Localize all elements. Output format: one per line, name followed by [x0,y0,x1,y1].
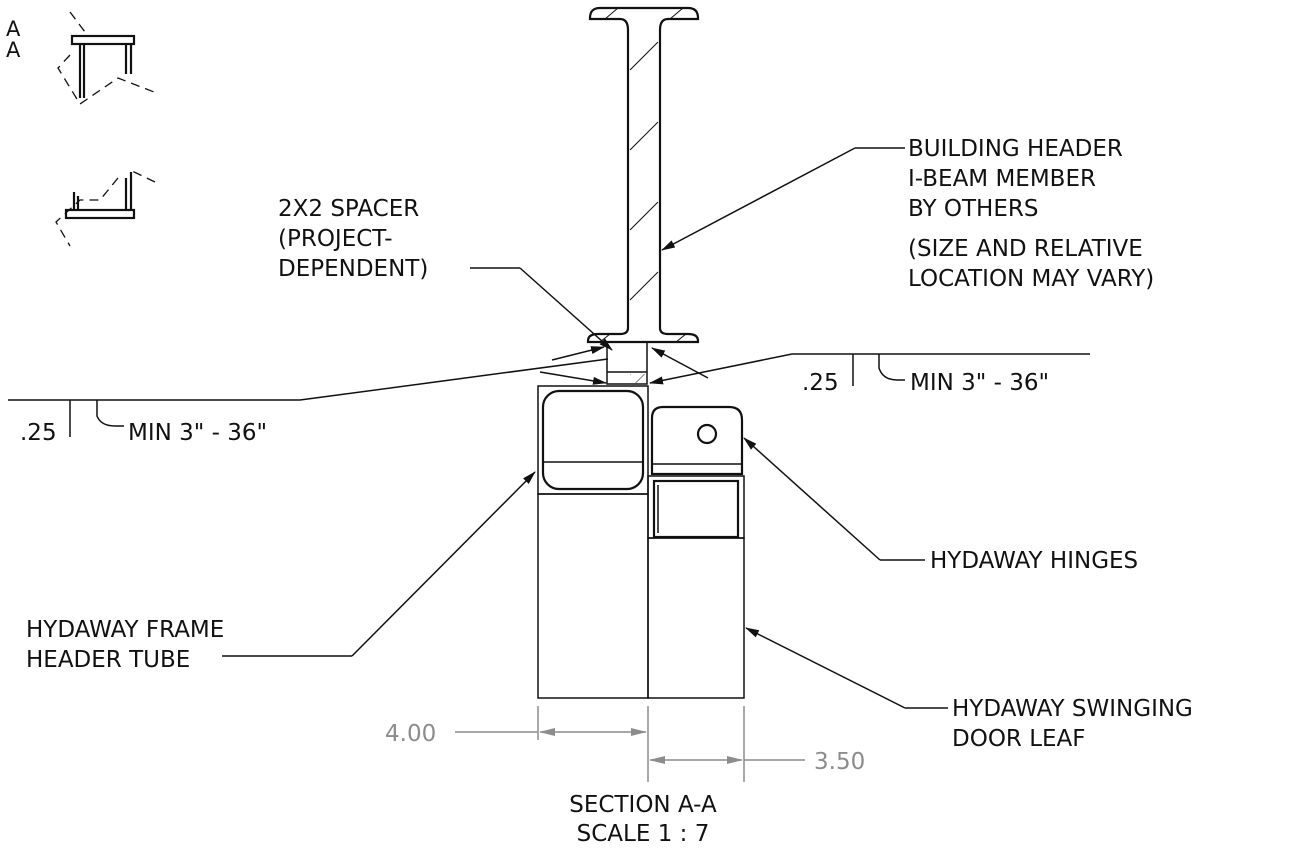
view-marker-lower-icon [55,169,156,247]
callout-door-leaf: HYDAWAY SWINGING DOOR LEAF [745,627,1193,752]
weld-right-spec: MIN 3" - 36" [910,370,1049,396]
frame-lower-body [537,493,649,699]
spacer-line-2: (PROJECT- [278,226,393,252]
callout-hinges: HYDAWAY HINGES [743,437,1138,574]
spacer-line-3: DEPENDENT) [278,256,428,282]
building-header-line-1: BUILDING HEADER [908,136,1123,162]
weld-left-size: .25 [20,420,57,446]
weld-right-size: .25 [802,370,839,396]
dimension-right-width: 3.50 [649,706,865,782]
frame-line-2: HEADER TUBE [26,647,190,673]
dimension-left-value: 4.00 [385,721,436,747]
door-leaf-line-1: HYDAWAY SWINGING [952,696,1193,722]
callout-frame-header-tube: HYDAWAY FRAME HEADER TUBE [26,471,536,673]
callout-building-header: BUILDING HEADER I-BEAM MEMBER BY OTHERS … [661,136,1154,292]
dimension-left-width: 4.00 [385,706,649,782]
view-marker-upper-icon [57,11,155,105]
view-marker-letter-top: A [6,17,21,41]
section-title-line-1: SECTION A-A [569,792,717,818]
callout-spacer: 2X2 SPACER (PROJECT- DEPENDENT) [278,196,613,351]
building-header-line-5: LOCATION MAY VARY) [908,266,1154,292]
view-marker: A A [6,11,156,247]
hinge-body [650,405,744,476]
i-beam [586,6,700,344]
hinges-label: HYDAWAY HINGES [930,548,1138,574]
door-leaf-body [647,537,745,699]
door-leaf-tube [647,475,745,539]
spacer-block [606,341,648,385]
frame-header-tube [537,385,649,495]
door-leaf-line-2: DOOR LEAF [952,726,1086,752]
building-header-line-4: (SIZE AND RELATIVE [908,236,1143,262]
building-header-line-2: I-BEAM MEMBER [908,166,1096,192]
spacer-line-1: 2X2 SPACER [278,196,419,222]
building-header-line-3: BY OTHERS [908,196,1038,222]
weld-left-spec: MIN 3" - 36" [128,420,267,446]
frame-line-1: HYDAWAY FRAME [26,617,224,643]
section-title: SECTION A-A SCALE 1 : 7 [569,792,717,847]
weld-symbol-right: .25 MIN 3" - 36" [649,347,1090,396]
view-marker-letter-bottom: A [6,38,21,62]
section-title-line-2: SCALE 1 : 7 [577,821,710,847]
weld-symbol-left: .25 MIN 3" - 36" [8,346,609,446]
dimension-right-value: 3.50 [814,749,865,775]
